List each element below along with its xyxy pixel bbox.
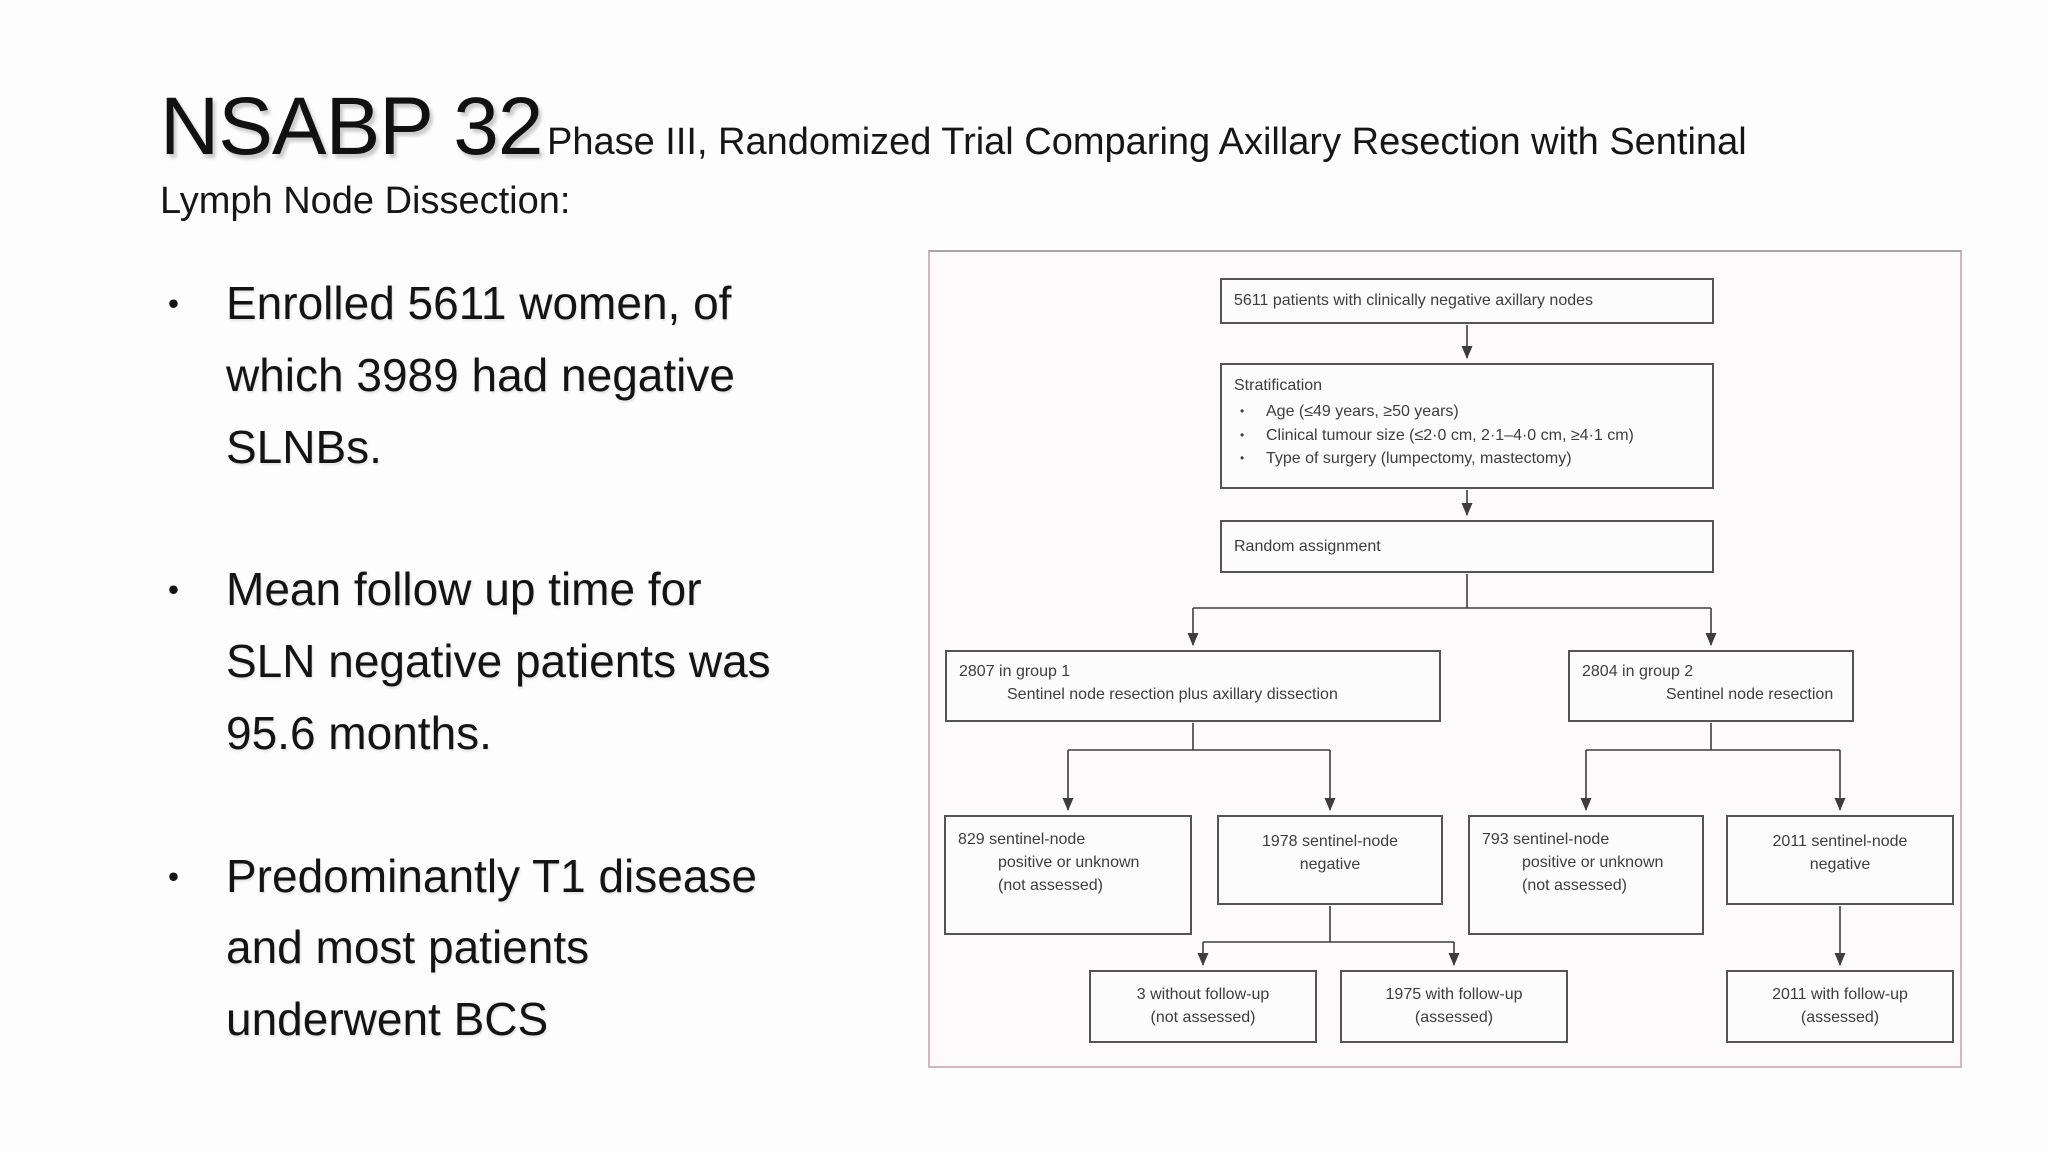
bullet-dot-icon: • [168,572,179,608]
node-text: 793 sentinel-node positive or unknown (n… [1482,831,1664,895]
consort-flow-diagram: 5611 patients with clinically negative a… [928,250,1962,1068]
bullet-dot-icon: • [168,286,179,321]
node-text: 1978 sentinel-node negative [1261,833,1399,874]
bullet-dot-icon: • [168,858,179,894]
stratification-item-surgery: • Type of surgery (lumpectomy, mastectom… [1234,447,1700,470]
stratification-item-age: • Age (≤49 years, ≥50 years) [1234,400,1700,423]
node-text: 2804 in group 2 Sentinel node resection [1582,663,1834,704]
node-text: Random assignment [1234,537,1381,555]
node-text: 1975 with follow-up (assessed) [1385,986,1523,1027]
bullet-text-followup: Mean follow up time for SLN negative pat… [226,563,771,759]
node-text: 2807 in group 1 Sentinel node resection … [959,663,1338,704]
node-text: 5611 patients with clinically negative a… [1234,292,1594,310]
bullet-list: • Enrolled 5611 women, of which 3989 had… [168,268,908,1127]
node-group1-followup: 1975 with follow-up (assessed) [1340,970,1568,1043]
node-group2-positive-unknown: 793 sentinel-node positive or unknown (n… [1468,815,1704,935]
bullet-item-disease: • Predominantly T1 disease and most pati… [168,841,908,1056]
bullet-dot-icon: • [1240,450,1245,465]
bullet-dot-icon: • [1240,404,1245,419]
node-group1-positive-unknown: 829 sentinel-node positive or unknown (n… [944,815,1192,935]
node-group1-negative: 1978 sentinel-node negative [1217,815,1443,905]
node-text: 3 without follow-up (not assessed) [1136,986,1270,1027]
bullet-text-enrollment: Enrolled 5611 women, of which 3989 had n… [226,277,735,473]
stratification-item-tumour-size: • Clinical tumour size (≤2·0 cm, 2·1–4·0… [1234,424,1700,447]
node-group1: 2807 in group 1 Sentinel node resection … [945,650,1441,722]
node-stratification: Stratification • Age (≤49 years, ≥50 yea… [1220,363,1714,489]
stratification-item-text: Clinical tumour size (≤2·0 cm, 2·1–4·0 c… [1266,426,1634,444]
node-group2: 2804 in group 2 Sentinel node resection [1568,650,1854,722]
stratification-item-text: Type of surgery (lumpectomy, mastectomy) [1266,449,1572,467]
node-random-assignment: Random assignment [1220,520,1714,573]
node-text: 829 sentinel-node positive or unknown (n… [958,831,1140,895]
bullet-dot-icon: • [1240,427,1245,442]
slide-header: NSABP 32 Phase III, Randomized Trial Com… [160,81,1940,231]
node-text: 2011 sentinel-node negative [1772,833,1908,874]
flow-arrows [1062,325,1846,966]
node-total-patients: 5611 patients with clinically negative a… [1220,278,1714,324]
node-group1-no-followup: 3 without follow-up (not assessed) [1089,970,1317,1043]
stratification-item-text: Age (≤49 years, ≥50 years) [1266,403,1459,421]
bullet-text-disease: Predominantly T1 disease and most patien… [226,849,757,1046]
node-group2-negative: 2011 sentinel-node negative [1726,815,1954,905]
page-subtitle: Phase III, Randomized Trial Comparing Ax… [160,121,1747,222]
page-title: NSABP 32 [160,81,544,172]
stratification-title: Stratification [1234,377,1323,394]
bullet-item-enrollment: • Enrolled 5611 women, of which 3989 had… [168,268,908,483]
node-group2-followup: 2011 with follow-up (assessed) [1726,970,1954,1043]
node-text: 2011 with follow-up (assessed) [1772,986,1908,1027]
bullet-item-followup: • Mean follow up time for SLN negative p… [168,554,908,769]
